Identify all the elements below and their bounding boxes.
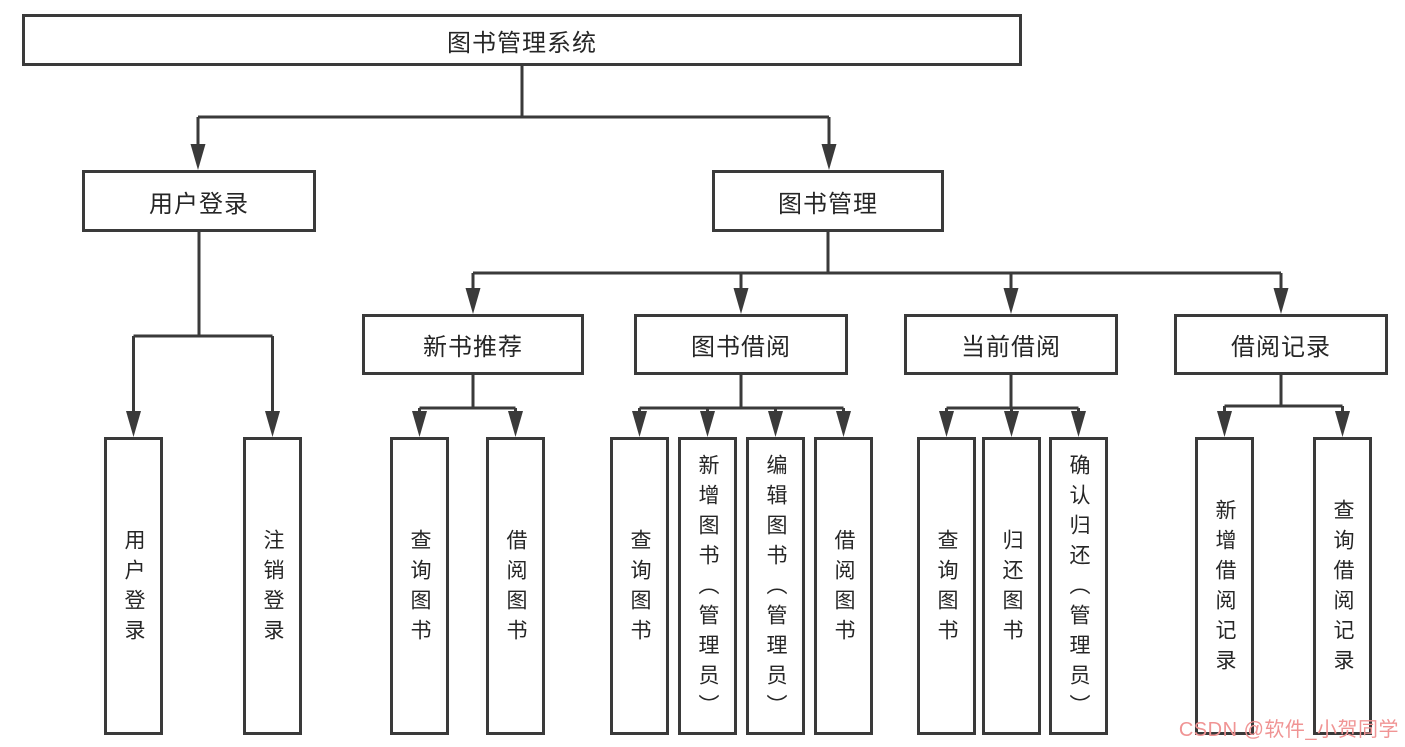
node-borrow-records: 借阅记录: [1174, 314, 1388, 375]
node-label: 查询图书: [935, 529, 958, 649]
node-label: 注销登录: [261, 529, 284, 649]
node-label: 新书推荐: [423, 334, 523, 361]
leaf-user-login: 用户登录: [104, 437, 163, 735]
node-label: 图书管理: [778, 190, 878, 218]
node-label: 编辑图书（管理员）: [764, 454, 787, 724]
node-label: 借阅图书: [832, 529, 855, 649]
node-library-management-system: 图书管理系统: [22, 14, 1022, 66]
leaf-cb-confirm-return-admin: 确认归还（管理员）: [1049, 437, 1108, 735]
watermark: CSDN @软件_小贺同学: [1178, 719, 1399, 741]
node-label: 借阅图书: [504, 529, 527, 649]
leaf-logout-login: 注销登录: [243, 437, 302, 735]
node-book-borrow: 图书借阅: [634, 314, 848, 375]
leaf-br-add-record: 新增借阅记录: [1195, 437, 1254, 735]
node-label: 新增图书（管理员）: [696, 454, 719, 724]
node-label: 用户登录: [122, 529, 145, 649]
node-new-book-recommend: 新书推荐: [362, 314, 584, 375]
node-user-login: 用户登录: [82, 170, 316, 232]
node-current-borrow: 当前借阅: [904, 314, 1118, 375]
node-label: 确认归还（管理员）: [1067, 454, 1090, 724]
leaf-bb-query-books: 查询图书: [610, 437, 669, 735]
leaf-cb-query-books: 查询图书: [917, 437, 976, 735]
leaf-nb-borrow-books: 借阅图书: [486, 437, 545, 735]
node-label: 图书借阅: [691, 334, 791, 361]
node-label: 当前借阅: [961, 334, 1061, 361]
node-label: 新增借阅记录: [1213, 499, 1236, 679]
node-label: 图书管理系统: [447, 29, 597, 57]
node-book-management: 图书管理: [712, 170, 944, 232]
leaf-bb-edit-books-admin: 编辑图书（管理员）: [746, 437, 805, 735]
node-label: 查询图书: [628, 529, 651, 649]
node-label: 查询图书: [408, 529, 431, 649]
leaf-br-query-record: 查询借阅记录: [1313, 437, 1372, 735]
node-label: 查询借阅记录: [1331, 499, 1354, 679]
node-label: 借阅记录: [1231, 334, 1331, 361]
leaf-nb-query-books: 查询图书: [390, 437, 449, 735]
node-label: 归还图书: [1000, 529, 1023, 649]
leaf-bb-borrow-books: 借阅图书: [814, 437, 873, 735]
leaf-bb-add-books-admin: 新增图书（管理员）: [678, 437, 737, 735]
node-label: 用户登录: [149, 190, 249, 218]
leaf-cb-return-books: 归还图书: [982, 437, 1041, 735]
